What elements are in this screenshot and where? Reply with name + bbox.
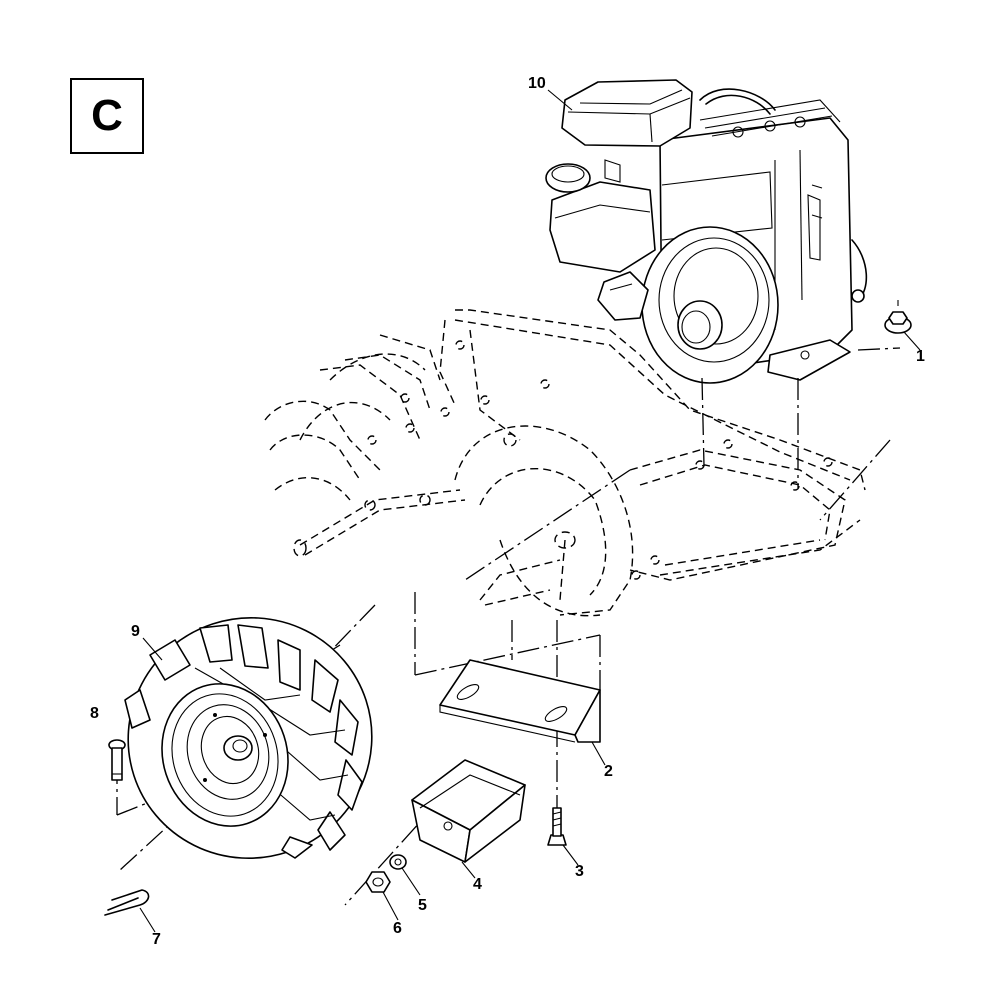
callout-5: 5 xyxy=(418,897,427,914)
wheel-tire-assembly xyxy=(124,617,373,859)
callout-10: 10 xyxy=(528,75,546,92)
callout-9: 9 xyxy=(131,623,140,640)
section-label-box: C xyxy=(70,78,144,154)
lock-washer xyxy=(389,854,407,870)
hairpin-clip xyxy=(104,889,150,916)
tiller-frame-phantom xyxy=(264,309,866,617)
wheel-weight-block xyxy=(411,759,526,863)
callout-3: 3 xyxy=(575,863,584,880)
hex-nut xyxy=(365,871,391,893)
leader-lines xyxy=(139,89,921,933)
mounting-bracket xyxy=(439,659,601,743)
callout-4: 4 xyxy=(473,876,482,893)
callout-6: 6 xyxy=(393,920,402,937)
clevis-pin xyxy=(108,739,126,781)
callout-1: 1 xyxy=(916,348,925,365)
hex-bolt xyxy=(547,807,567,846)
callout-7: 7 xyxy=(152,931,161,948)
engine xyxy=(545,79,868,384)
callout-2: 2 xyxy=(604,763,613,780)
flange-nut xyxy=(884,300,912,334)
callout-8: 8 xyxy=(90,705,99,722)
